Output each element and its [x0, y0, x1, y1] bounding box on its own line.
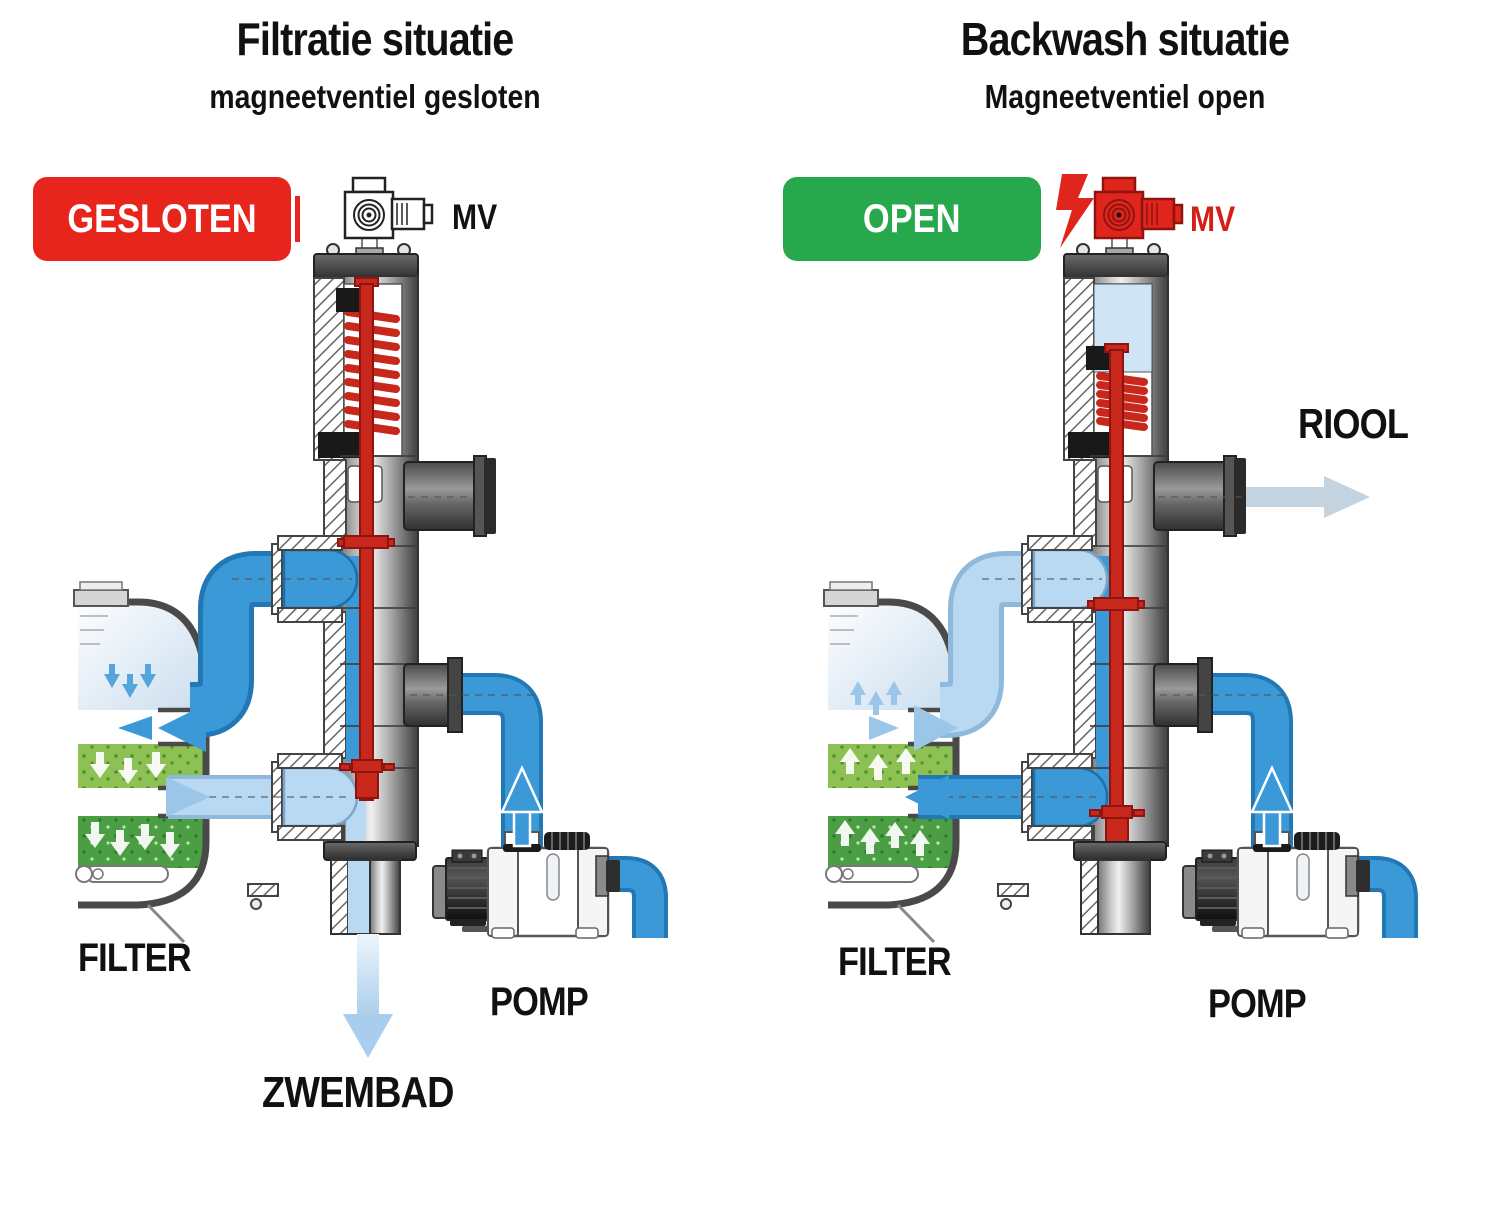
flow-arrows: [869, 705, 1294, 848]
bottom-flange: [1073, 841, 1167, 861]
flow-arrows: [118, 704, 544, 1058]
mv-label: MV: [452, 198, 498, 237]
filter-flow-up-arrows: [835, 681, 930, 856]
riool-arrow: [1246, 476, 1370, 518]
pump-flow-arrow: [1250, 764, 1294, 848]
pomp-label: POMP: [1208, 982, 1307, 1026]
lightning-icon: [1056, 174, 1094, 248]
mount-bracket: [247, 883, 279, 897]
filter-tank: [73, 581, 210, 944]
motor-end-cap: [432, 865, 448, 919]
pump-to-valve-pipe: [1208, 673, 1293, 850]
filter-tank: [823, 581, 960, 944]
backwash-diagram: [823, 174, 1418, 944]
pump: [432, 831, 620, 939]
zwembad-label: ZWEMBAD: [262, 1068, 454, 1117]
pump-inlet-pipe: [608, 856, 668, 938]
valve-assembly: [170, 235, 540, 935]
riool-label: RIOOL: [1298, 400, 1409, 447]
mount-bracket: [997, 883, 1029, 897]
out-of-filter-arrow: [166, 777, 210, 817]
valve-to-filter-pipe: [190, 551, 302, 738]
filter-to-valve-pipe: [940, 551, 1052, 738]
into-filter-arrow: [905, 775, 949, 819]
filtratie-diagram: [73, 176, 668, 1058]
bottom-outlet: [330, 859, 401, 935]
panel-filtratie: Filtratie situatie magneetventiel geslot…: [33, 13, 668, 1117]
pomp-label: POMP: [490, 980, 589, 1024]
tank-lid: [823, 589, 879, 607]
status-badge-open: OPEN: [783, 177, 1041, 261]
tank-lid: [73, 589, 129, 607]
valve-assembly: [920, 235, 1370, 935]
pump-inlet-pipe: [1358, 856, 1418, 938]
bottom-outlet: [1080, 859, 1151, 935]
waste-port: [403, 455, 496, 537]
filter-flow-down-arrows: [85, 664, 180, 858]
mv-label: MV: [1190, 200, 1236, 239]
pump-to-valve-pipe: [458, 673, 543, 850]
bottom-flange: [323, 841, 417, 861]
pump-flow-arrow: [500, 764, 544, 848]
motor-end-cap: [1182, 865, 1198, 919]
filter-label: FILTER: [838, 940, 952, 984]
zwembad-arrow: [343, 934, 393, 1058]
waste-port: [1153, 455, 1246, 537]
out-of-filter-arrow: [914, 705, 958, 751]
into-filter-arrow: [158, 704, 206, 752]
page-subtitle: Magneetventiel open: [984, 78, 1266, 115]
badge-tick: [295, 196, 300, 242]
filter-label: FILTER: [78, 936, 192, 980]
piston-shaft: [337, 277, 395, 801]
solenoid-valve-icon: [343, 176, 434, 240]
page-title: Backwash situatie: [960, 13, 1290, 65]
status-badge-gesloten: GESLOTEN: [33, 177, 291, 261]
panel-backwash: Backwash situatie Magneetventiel open OP…: [750, 0, 1500, 1225]
pump: [1182, 831, 1370, 939]
solenoid-valve-icon: [1056, 174, 1184, 248]
page-title: Filtratie situatie: [236, 13, 515, 65]
page-subtitle: magneetventiel gesloten: [209, 78, 541, 115]
